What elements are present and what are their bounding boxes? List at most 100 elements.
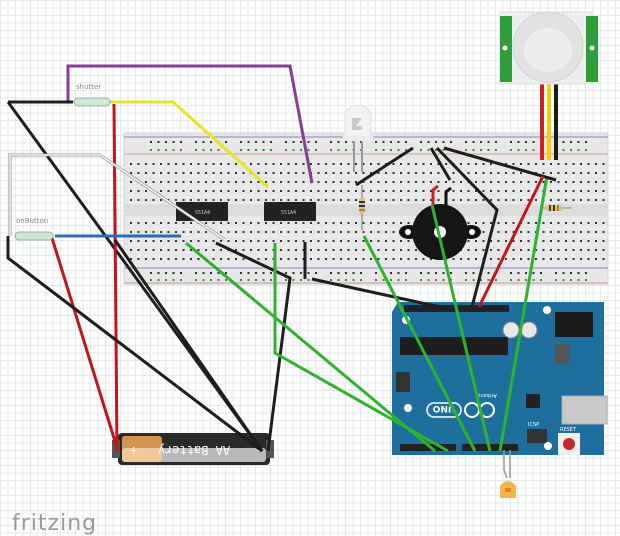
breadboard-hole[interactable] (525, 149, 527, 151)
breadboard-hole[interactable] (235, 240, 237, 242)
breadboard-hole[interactable] (190, 181, 192, 183)
breadboard-hole[interactable] (535, 199, 537, 201)
breadboard-hole[interactable] (317, 249, 320, 251)
breadboard-hole[interactable] (550, 240, 552, 242)
breadboard-hole[interactable] (542, 249, 545, 251)
breadboard-hole[interactable] (202, 149, 205, 151)
breadboard-hole[interactable] (377, 190, 380, 192)
breadboard-hole[interactable] (540, 272, 542, 274)
breadboard-hole[interactable] (160, 190, 162, 192)
wire-black-led[interactable] (355, 146, 414, 187)
breadboard-hole[interactable] (225, 279, 227, 281)
breadboard-hole[interactable] (212, 163, 215, 165)
breadboard-hole[interactable] (272, 172, 275, 174)
breadboard-hole[interactable] (460, 258, 462, 260)
breadboard-hole[interactable] (475, 222, 477, 224)
breadboard-hole[interactable] (242, 249, 245, 251)
breadboard-hole[interactable] (415, 181, 417, 183)
breadboard-hole[interactable] (295, 199, 297, 201)
breadboard-hole[interactable] (490, 240, 492, 242)
breadboard-hole[interactable] (262, 272, 265, 274)
breadboard-hole[interactable] (337, 279, 340, 281)
breadboard-hole[interactable] (130, 163, 132, 165)
breadboard-hole[interactable] (557, 199, 560, 201)
breadboard-hole[interactable] (205, 172, 207, 174)
breadboard-hole[interactable] (535, 163, 537, 165)
breadboard-hole[interactable] (217, 279, 220, 281)
breadboard-hole[interactable] (307, 149, 310, 151)
breadboard-hole[interactable] (250, 181, 252, 183)
breadboard-hole[interactable] (495, 149, 497, 151)
breadboard-hole[interactable] (475, 172, 477, 174)
breadboard-hole[interactable] (247, 279, 250, 281)
breadboard-hole[interactable] (407, 199, 410, 201)
breadboard-hole[interactable] (415, 172, 417, 174)
breadboard-hole[interactable] (565, 240, 567, 242)
breadboard-hole[interactable] (532, 279, 535, 281)
breadboard-hole[interactable] (375, 272, 377, 274)
breadboard-hole[interactable] (287, 231, 290, 233)
breadboard-hole[interactable] (310, 258, 312, 260)
breadboard-hole[interactable] (512, 240, 515, 242)
breadboard-hole[interactable] (587, 172, 590, 174)
breadboard-hole[interactable] (385, 199, 387, 201)
breadboard-hole[interactable] (427, 149, 430, 151)
breadboard-hole[interactable] (332, 231, 335, 233)
breadboard-hole[interactable] (340, 181, 342, 183)
breadboard-hole[interactable] (272, 222, 275, 224)
breadboard-hole[interactable] (535, 222, 537, 224)
breadboard-hole[interactable] (300, 149, 302, 151)
breadboard-hole[interactable] (505, 172, 507, 174)
breadboard-hole[interactable] (542, 222, 545, 224)
breadboard-hole[interactable] (250, 240, 252, 242)
breadboard-hole[interactable] (145, 222, 147, 224)
breadboard-hole[interactable] (505, 199, 507, 201)
breadboard-hole[interactable] (475, 181, 477, 183)
breadboard-hole[interactable] (225, 141, 227, 143)
breadboard-hole[interactable] (585, 141, 587, 143)
breadboard-hole[interactable] (300, 141, 302, 143)
breadboard-hole[interactable] (317, 240, 320, 242)
breadboard-hole[interactable] (157, 149, 160, 151)
breadboard-hole[interactable] (272, 199, 275, 201)
breadboard-hole[interactable] (580, 190, 582, 192)
breadboard-hole[interactable] (175, 222, 177, 224)
breadboard-hole[interactable] (307, 279, 310, 281)
breadboard-hole[interactable] (475, 190, 477, 192)
breadboard-hole[interactable] (442, 149, 445, 151)
breadboard-hole[interactable] (317, 231, 320, 233)
breadboard-hole[interactable] (152, 172, 155, 174)
breadboard-hole[interactable] (175, 249, 177, 251)
wire-green-5[interactable] (498, 175, 549, 452)
breadboard-hole[interactable] (265, 222, 267, 224)
breadboard-hole[interactable] (527, 181, 530, 183)
breadboard-hole[interactable] (565, 199, 567, 201)
breadboard-hole[interactable] (535, 258, 537, 260)
breadboard-hole[interactable] (217, 149, 220, 151)
breadboard-hole[interactable] (517, 272, 520, 274)
breadboard-hole[interactable] (587, 163, 590, 165)
breadboard-hole[interactable] (362, 258, 365, 260)
breadboard-hole[interactable] (392, 231, 395, 233)
breadboard-hole[interactable] (465, 279, 467, 281)
breadboard-hole[interactable] (595, 199, 597, 201)
breadboard-hole[interactable] (565, 163, 567, 165)
breadboard-hole[interactable] (195, 272, 197, 274)
breadboard-hole[interactable] (490, 190, 492, 192)
breadboard-hole[interactable] (577, 149, 580, 151)
breadboard-hole[interactable] (292, 272, 295, 274)
breadboard-hole[interactable] (195, 279, 197, 281)
wire-green-4[interactable] (430, 204, 492, 452)
breadboard-hole[interactable] (572, 240, 575, 242)
breadboard-hole[interactable] (137, 240, 140, 242)
breadboard-hole[interactable] (557, 172, 560, 174)
breadboard-hole[interactable] (202, 272, 205, 274)
breadboard-hole[interactable] (595, 240, 597, 242)
breadboard-hole[interactable] (577, 279, 580, 281)
breadboard-hole[interactable] (302, 172, 305, 174)
breadboard-hole[interactable] (542, 181, 545, 183)
breadboard-hole[interactable] (355, 240, 357, 242)
breadboard-hole[interactable] (295, 240, 297, 242)
breadboard-hole[interactable] (397, 141, 400, 143)
breadboard-hole[interactable] (497, 249, 500, 251)
